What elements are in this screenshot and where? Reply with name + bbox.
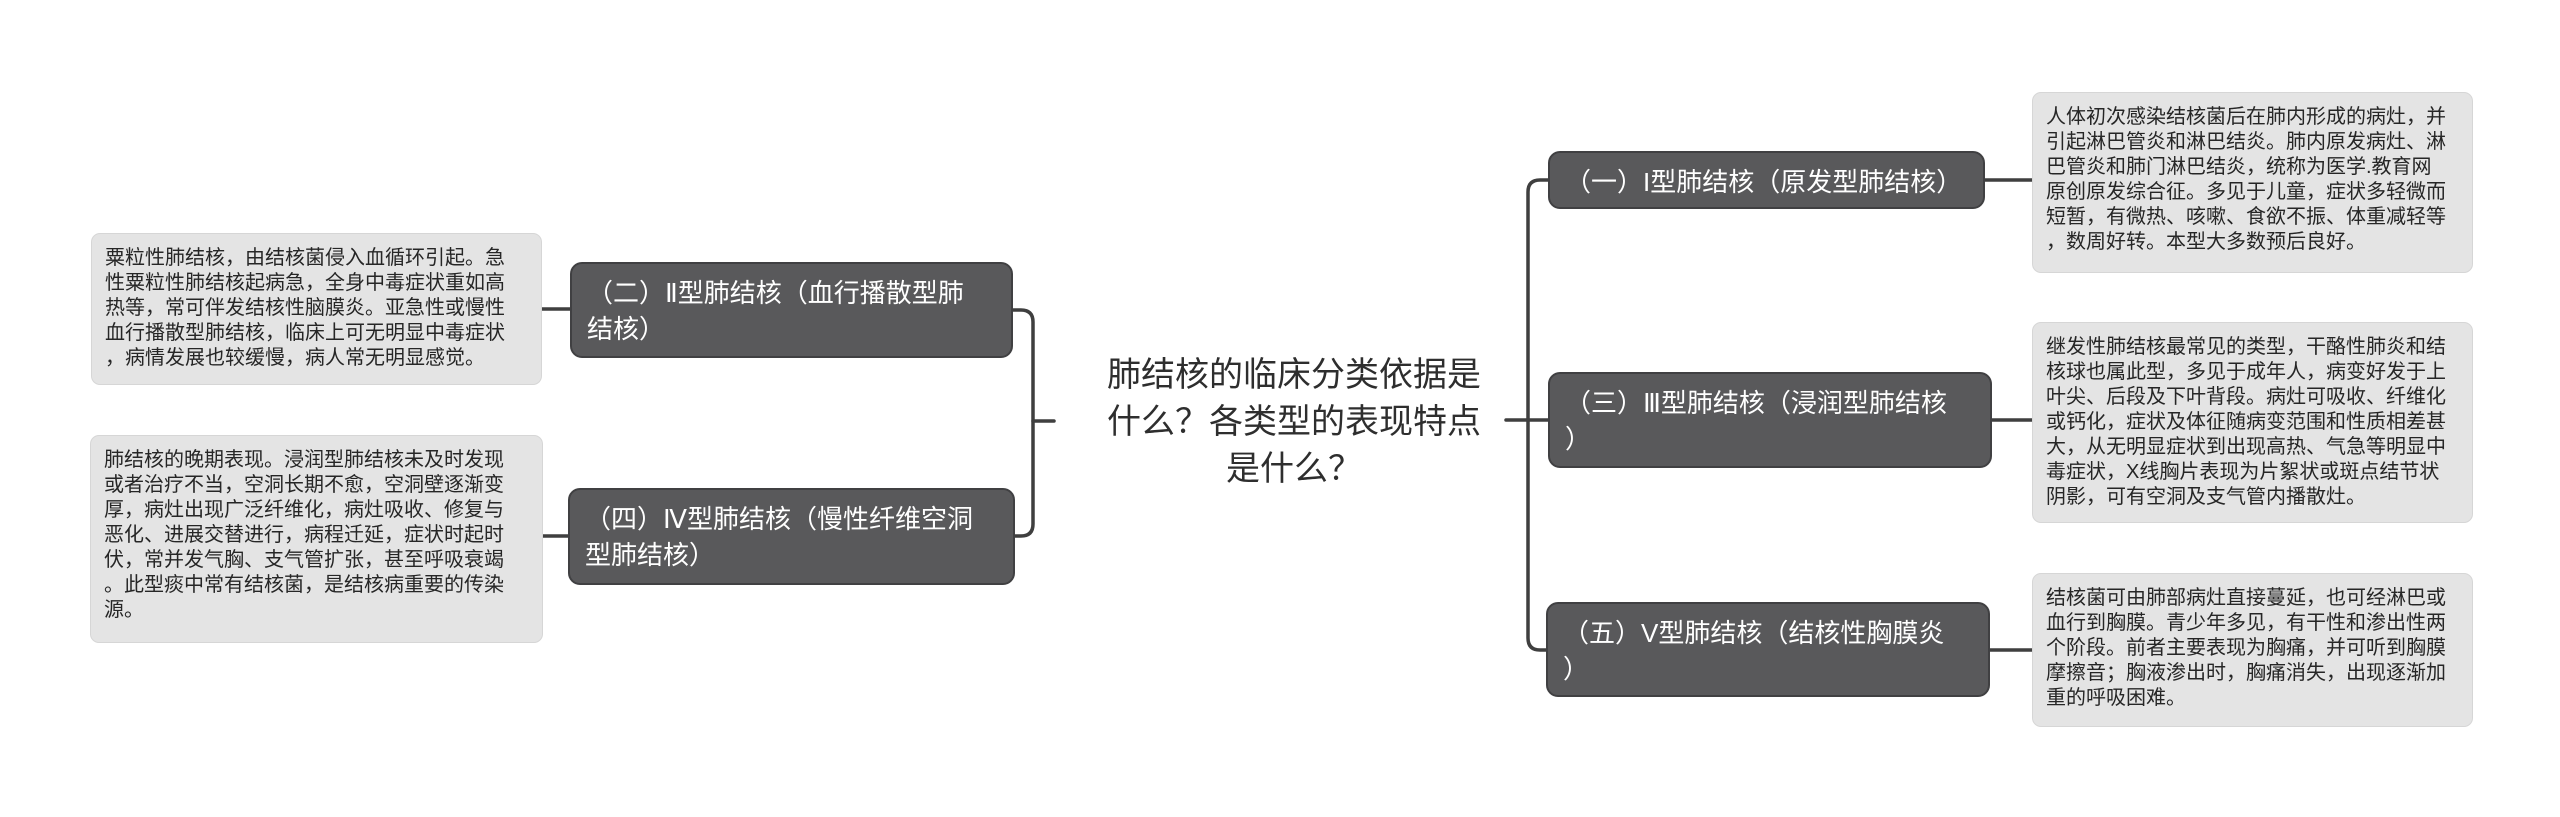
topic-node-type1[interactable]: （一）I型肺结核（原发型肺结核） <box>1548 151 1985 209</box>
note-box-type1[interactable]: 人体初次感染结核菌后在肺内形成的病灶，并 引起淋巴管炎和淋巴结炎。肺内原发病灶、… <box>2032 92 2473 273</box>
left-bracket <box>1011 308 1035 538</box>
central-topic[interactable]: 肺结核的临床分类依据是 什么？各类型的表现特点 是什么？ <box>1107 356 1481 488</box>
topic-node-type2[interactable]: （二）Ⅱ型肺结核（血行播散型肺 结核） <box>570 262 1013 358</box>
topic-node-type3[interactable]: （三）Ⅲ型肺结核（浸润型肺结核 ） <box>1548 372 1992 468</box>
right-bracket <box>1526 178 1550 652</box>
note-box-type4[interactable]: 肺结核的晚期表现。浸润型肺结核未及时发现 或者治疗不当，空洞长期不愈，空洞壁逐渐… <box>90 435 543 643</box>
topic-node-type4[interactable]: （四）Ⅳ型肺结核（慢性纤维空洞 型肺结核） <box>568 488 1015 585</box>
topic-node-type5[interactable]: （五）V型肺结核（结核性胸膜炎 ） <box>1546 602 1990 697</box>
note-box-type2[interactable]: 粟粒性肺结核，由结核菌侵入血循环引起。急 性粟粒性肺结核起病急，全身中毒症状重如… <box>91 233 542 385</box>
note-box-type3[interactable]: 继发性肺结核最常见的类型，干酪性肺炎和结 核球也属此型，多见于成年人，病变好发于… <box>2032 322 2473 523</box>
note-box-type5[interactable]: 结核菌可由肺部病灶直接蔓延，也可经淋巴或 血行到胸膜。青少年多见，有干性和渗出性… <box>2032 573 2473 727</box>
